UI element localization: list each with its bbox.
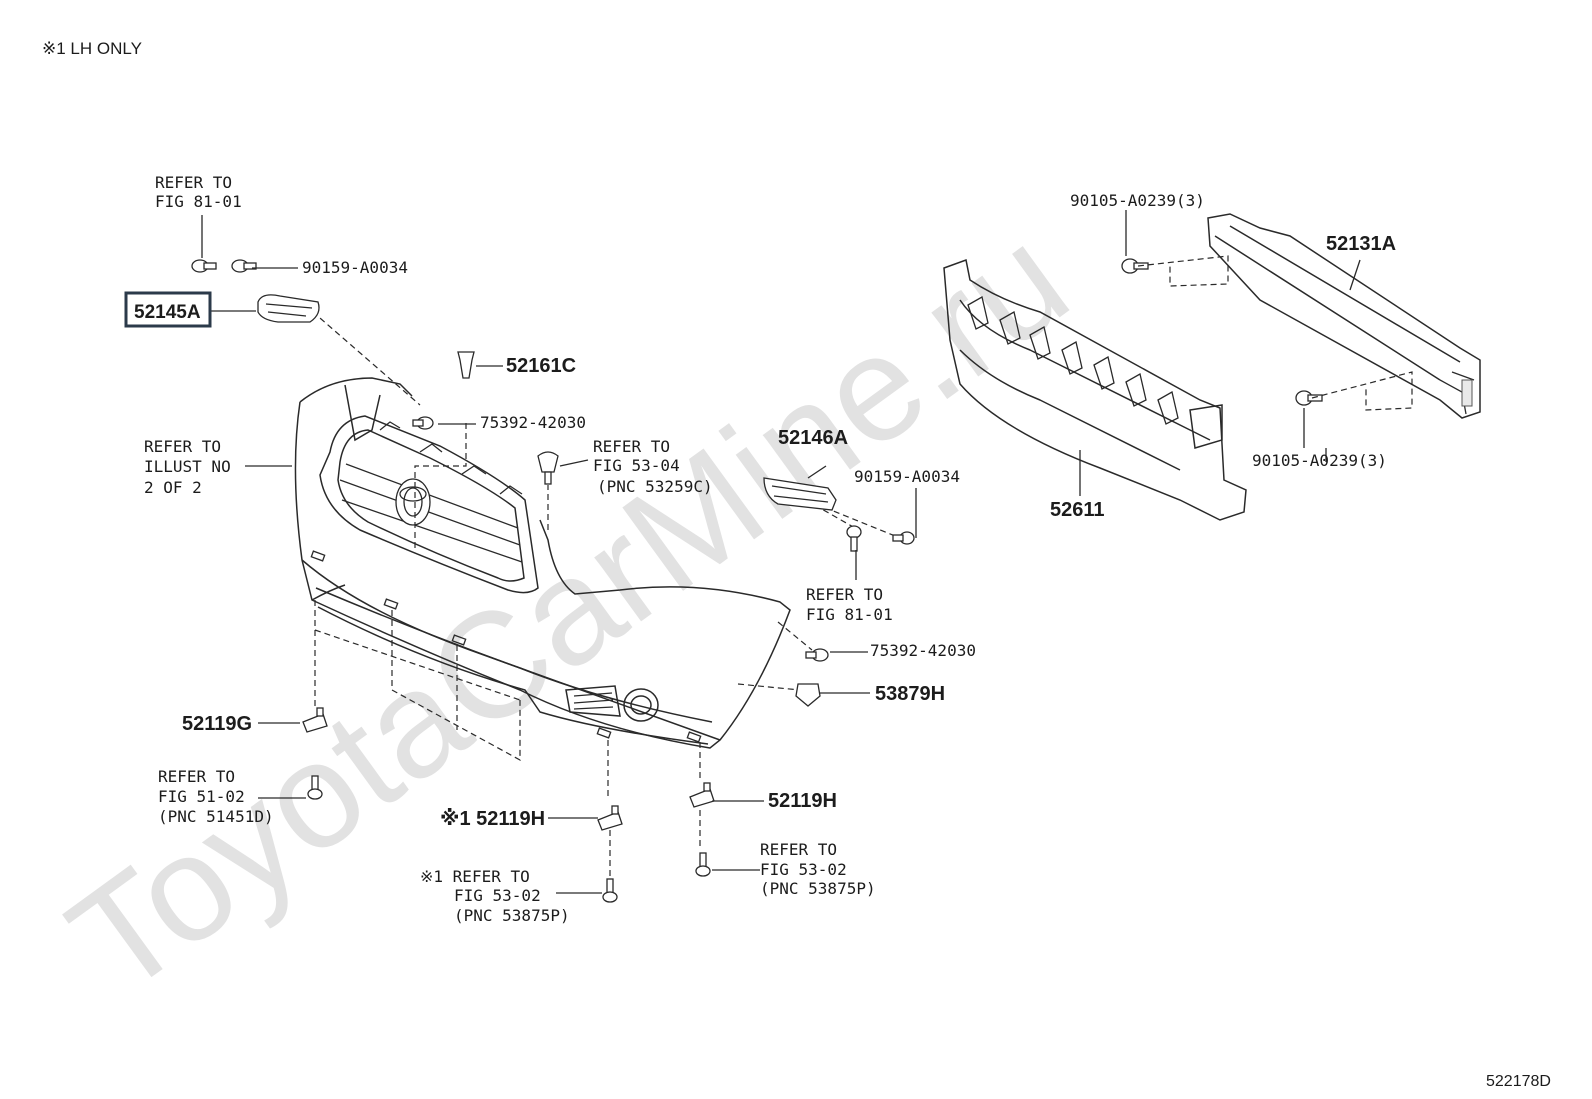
- part-52131a-label[interactable]: 52131A: [1326, 233, 1396, 255]
- ref-fig-53-04: REFER TO FIG 53-04 (PNC 53259C): [593, 437, 713, 496]
- bracket-52146a-icon: [763, 477, 837, 511]
- part-52611-label[interactable]: 52611: [1050, 499, 1105, 521]
- bolt-90159-a0034-label: 90159-A0034: [302, 258, 408, 277]
- ref-fig-53-02: REFER TO FIG 53-02 (PNC 53875P): [760, 840, 876, 898]
- bumper-cover-drawing: [294, 304, 901, 878]
- part-52161c-label[interactable]: 52161C: [506, 355, 576, 377]
- bolt-75392-42030-mid-label: 75392-42030: [870, 641, 976, 660]
- ref-fig-53-02-lh: ※1 REFER TO FIG 53-02 (PNC 53875P): [420, 867, 570, 925]
- lh-only-note: ※1 LH ONLY: [42, 39, 142, 58]
- ref-fig-81-01-top: REFER TO FIG 81-01: [155, 173, 242, 211]
- part-52119h-label[interactable]: 52119H: [768, 790, 837, 812]
- leader-lines: [201, 215, 1327, 894]
- figure-id: 522178D: [1486, 1073, 1551, 1090]
- part-52119h-lh-label[interactable]: ※1 52119H: [440, 808, 545, 830]
- ref-fig-81-01-mid: REFER TO FIG 81-01: [806, 585, 893, 624]
- bolt-90159-a0034-mid-label: 90159-A0034: [854, 467, 960, 486]
- energy-absorber-52611-drawing: [943, 258, 1247, 521]
- bolt-90105-a0239-top-label: 90105-A0239(3): [1070, 191, 1205, 210]
- bracket-52145a-icon: [257, 294, 320, 323]
- ref-fig-51-02: REFER TO FIG 51-02 (PNC 51451D): [158, 767, 274, 826]
- bolt-75392-42030-label: 75392-42030: [480, 413, 586, 432]
- selected-part-highlight[interactable]: [124, 291, 212, 328]
- bolt-90105-a0239-bot-label: 90105-A0239(3): [1252, 451, 1387, 470]
- part-52119g-label[interactable]: 52119G: [182, 713, 252, 735]
- part-52146a-label[interactable]: 52146A: [778, 427, 848, 449]
- part-53879h-label[interactable]: 53879H: [875, 683, 945, 705]
- bumper-reinforcement-52131a-drawing: [1079, 210, 1481, 496]
- ref-illust-no-2-of-2: REFER TO ILLUST NO 2 OF 2: [144, 437, 240, 497]
- part-52145a-label[interactable]: 52145A: [134, 302, 201, 323]
